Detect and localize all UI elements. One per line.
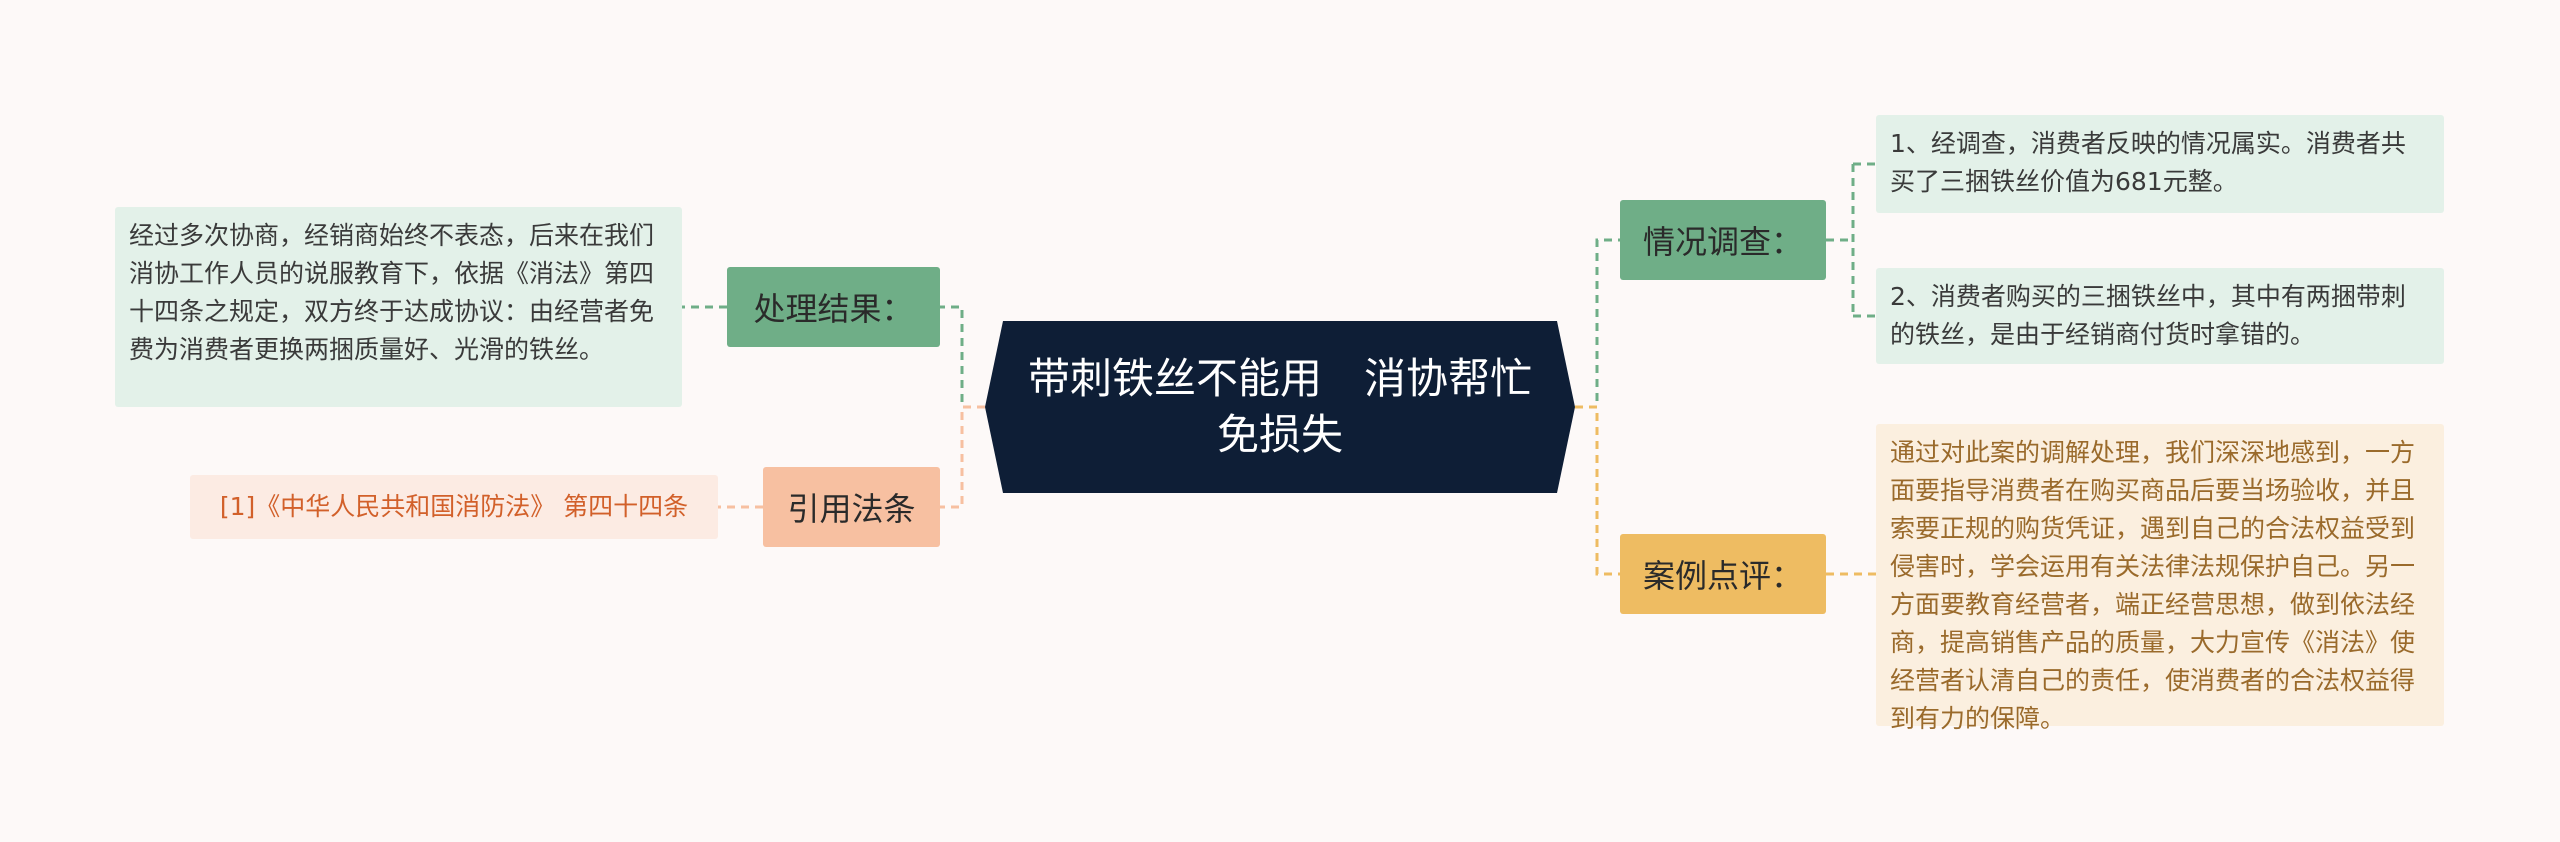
central-topic-shape [985, 321, 1575, 493]
link-center-survey [1575, 238, 1620, 409]
link-survey-leaves [1826, 162, 1876, 318]
topic-law[interactable]: 引用法条 [763, 467, 940, 547]
topic-survey[interactable]: 情况调查： [1620, 200, 1826, 280]
leaf-result-text[interactable]: 经过多次协商，经销商始终不表态，后来在我们消协工作人员的说服教育下，依据《消法》… [115, 207, 682, 407]
leaf-survey-2[interactable]: 2、消费者购买的三捆铁丝中，其中有两捆带刺的铁丝，是由于经销商付货时拿错的。 [1876, 268, 2444, 364]
leaf-comment-text[interactable]: 通过对此案的调解处理，我们深深地感到，一方面要指导消费者在购买商品后要当场验收，… [1876, 424, 2444, 733]
central-topic[interactable]: 带刺铁丝不能用 消协帮忙免损失 [985, 321, 1575, 493]
link-center-comment [1575, 405, 1620, 576]
link-center-law [940, 405, 985, 509]
topic-result[interactable]: 处理结果： [727, 267, 940, 347]
leaf-law-text[interactable]: [1]《中华人民共和国消防法》 第四十四条 [190, 475, 718, 539]
leaf-survey-1[interactable]: 1、经调查，消费者反映的情况属实。消费者共买了三捆铁丝价值为681元整。 [1876, 115, 2444, 213]
central-topic-title: 带刺铁丝不能用 消协帮忙免损失 [1027, 354, 1532, 459]
link-center-result [940, 305, 985, 409]
topic-comment[interactable]: 案例点评： [1620, 534, 1826, 614]
